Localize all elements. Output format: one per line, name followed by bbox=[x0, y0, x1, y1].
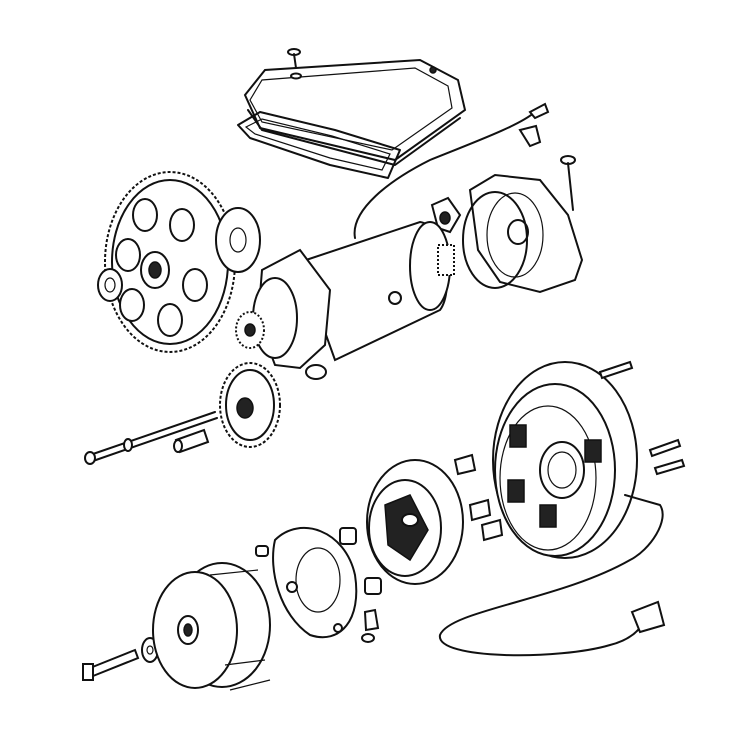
terminal-elbow bbox=[518, 124, 542, 148]
cover-plate bbox=[243, 58, 467, 166]
gasket-plate bbox=[272, 526, 358, 639]
through-bolt bbox=[84, 411, 218, 465]
cover-gasket bbox=[237, 111, 401, 179]
dowel-pins bbox=[255, 527, 382, 643]
wire-lead bbox=[353, 102, 550, 239]
starter-motor bbox=[235, 220, 455, 380]
spacer-washer bbox=[215, 207, 261, 273]
stator-screws bbox=[453, 360, 686, 542]
cover-screw bbox=[287, 48, 302, 80]
thrust-washer bbox=[97, 268, 123, 302]
rotor-plate bbox=[366, 459, 464, 585]
rotor-bolt bbox=[82, 648, 140, 681]
wire-harness bbox=[438, 494, 664, 657]
rotor bbox=[152, 562, 271, 691]
idler-gear bbox=[219, 362, 281, 448]
stator bbox=[507, 424, 602, 528]
large-gear bbox=[104, 171, 236, 353]
o-ring bbox=[462, 191, 528, 289]
connector bbox=[630, 600, 666, 634]
bushing bbox=[173, 428, 210, 454]
long-bolt-top bbox=[560, 155, 576, 211]
brush-holder bbox=[430, 196, 462, 234]
